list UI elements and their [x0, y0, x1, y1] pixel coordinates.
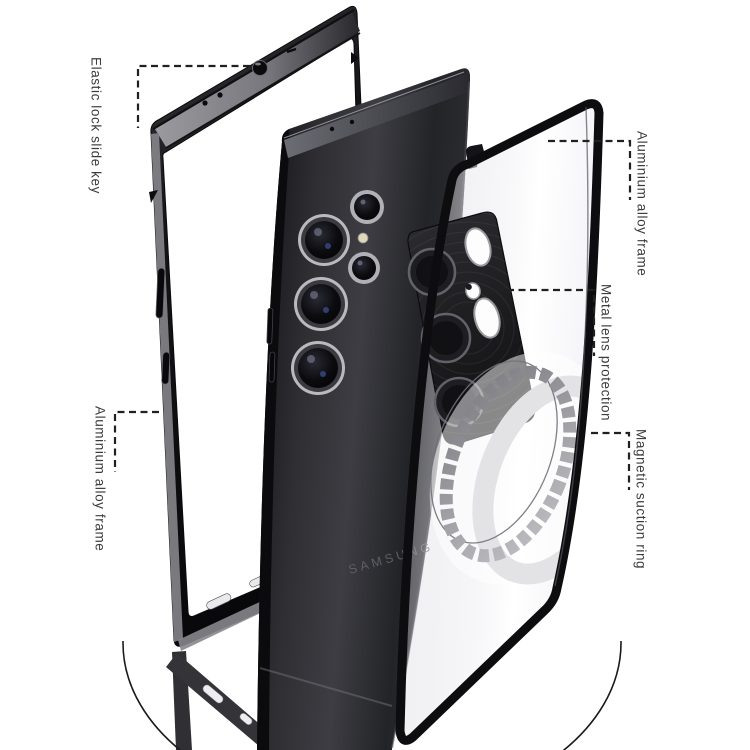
- lens-cutout-oval: [464, 227, 492, 267]
- callout-line-frame-left: [113, 410, 159, 472]
- camera-flash: [357, 232, 369, 244]
- aluminium-frame: [149, 5, 381, 651]
- label-aluminium-alloy-frame-right: Aluminium alloy frame: [634, 131, 650, 277]
- frame-button-slot: [161, 351, 171, 385]
- callout-line-magnetic-ring: [591, 431, 631, 490]
- platform-circle: [122, 641, 622, 750]
- phone-top-face: [284, 74, 468, 158]
- frame-mark: [149, 190, 158, 203]
- frame-button-slot: [155, 267, 166, 319]
- camera-lens-large: [294, 277, 348, 331]
- clear-case: [395, 99, 604, 745]
- callout-line-elastic-lock: [136, 64, 250, 128]
- callout-line-metal-lens: [484, 288, 596, 356]
- lens-cutout-oval: [473, 297, 501, 339]
- callout-lines: [113, 64, 632, 490]
- frame-hole: [217, 92, 223, 98]
- camera-lens-small: [348, 252, 380, 284]
- phone-power-button: [268, 351, 276, 383]
- camera-lens-large: [291, 341, 345, 395]
- magnet-segment-ring: [439, 365, 577, 563]
- phone-volume-button: [266, 307, 274, 345]
- frame-top-face: [155, 12, 360, 147]
- flash-cutout: [465, 282, 481, 300]
- frame-mark: [351, 52, 359, 64]
- frame-speaker-slot: [206, 593, 232, 610]
- label-metal-lens-protection: Metal lens protection: [598, 284, 614, 422]
- callout-line-frame-right: [548, 139, 632, 200]
- frame-mark: [286, 47, 297, 54]
- elastic-lock-key: [252, 60, 268, 76]
- phone-left-edge: [257, 129, 290, 750]
- label-elastic-lock-slide-key: Elastic lock slide key: [88, 57, 104, 194]
- camera-lens-small: [350, 190, 384, 224]
- phone-reflection-seam: [259, 667, 393, 707]
- frame-left-face: [151, 133, 183, 642]
- case-aluminium-frame-border: [395, 99, 604, 745]
- frame-reflection: [166, 651, 277, 750]
- camera-lens-large: [298, 214, 350, 266]
- label-magnetic-suction-ring: Magnetic suction ring: [633, 429, 649, 570]
- label-aluminium-alloy-frame-left: Aluminium alloy frame: [92, 406, 108, 552]
- frame-hole: [202, 100, 208, 106]
